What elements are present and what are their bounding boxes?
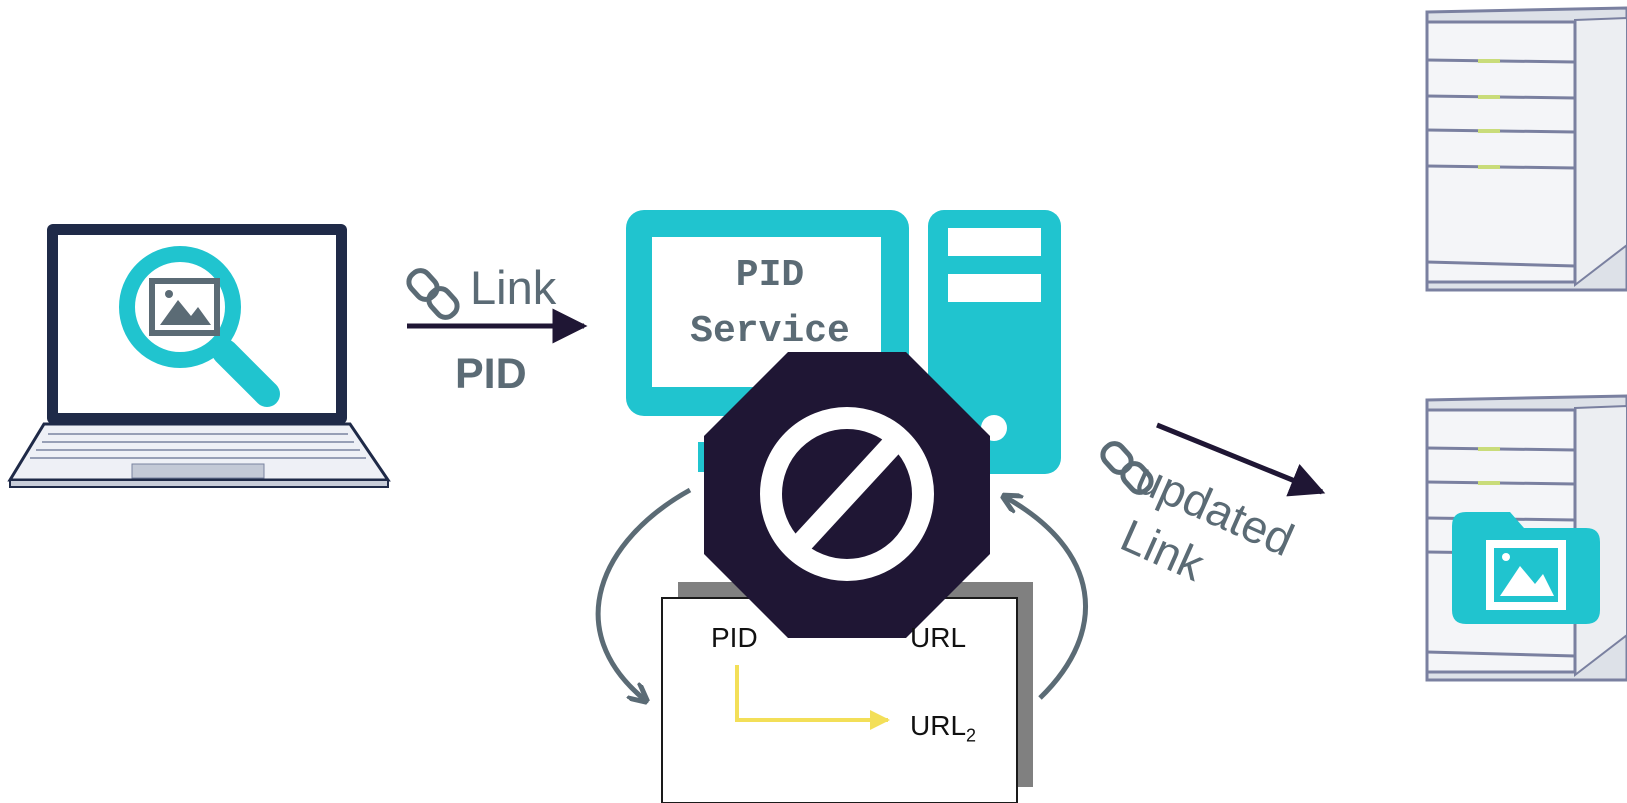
- pid-label: PID: [455, 350, 527, 398]
- service-title-line2: Service: [690, 310, 850, 353]
- url2-subscript: 2: [966, 725, 977, 746]
- chain-link-icon: [1100, 441, 1154, 495]
- chain-link-icon: [406, 268, 460, 320]
- table-pid-header: PID: [711, 622, 758, 653]
- link-label: Link: [470, 261, 557, 314]
- magnifier-icon: [119, 246, 280, 407]
- image-icon: [149, 278, 220, 336]
- url2-base: URL: [910, 710, 967, 741]
- server-icon: [1425, 6, 1627, 292]
- no-entry-icon: [760, 407, 934, 581]
- updated-link-arrow: [1156, 422, 1326, 497]
- right-curved-arrow: [1005, 497, 1088, 700]
- table-url2-value: URL2: [910, 710, 976, 747]
- folder-image-icon: [1452, 512, 1600, 624]
- table-url-header: URL: [910, 622, 967, 653]
- service-title-line1: PID: [735, 254, 805, 297]
- left-curved-arrow: [595, 487, 692, 700]
